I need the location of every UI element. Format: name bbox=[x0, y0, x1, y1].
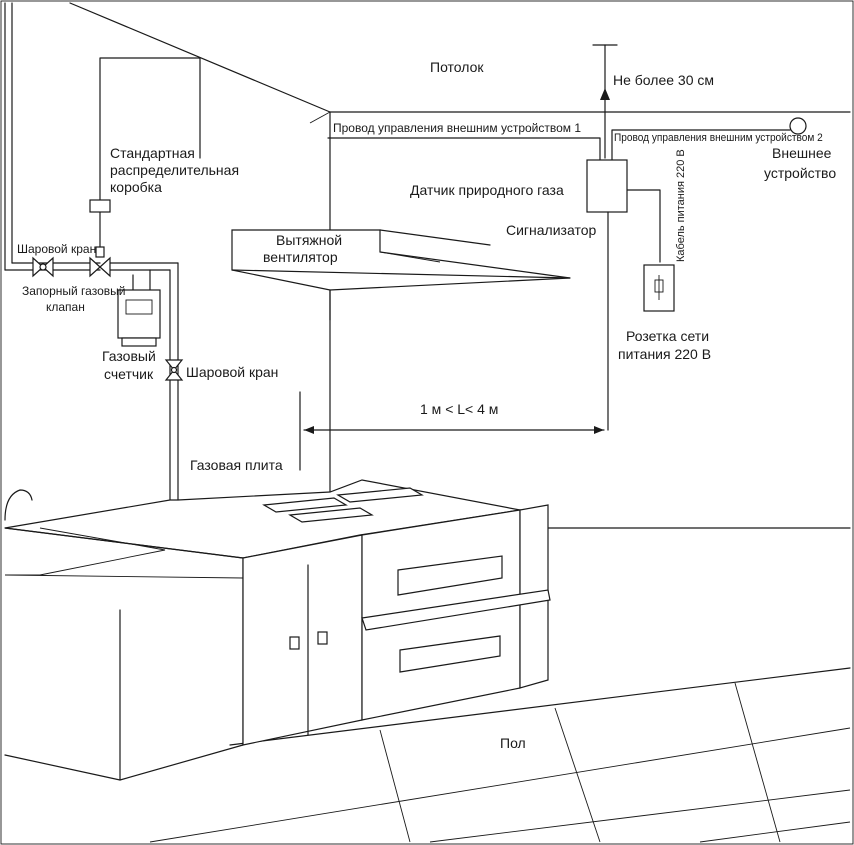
arrow-up-icon bbox=[600, 88, 610, 100]
floor-tile-line-2 bbox=[429, 789, 851, 843]
label-junction-box-1: Стандартная bbox=[110, 145, 195, 161]
cabinet-handle-right-icon bbox=[317, 631, 328, 645]
gas-sensor-unit bbox=[586, 44, 628, 431]
label-gas-sensor: Датчик природного газа bbox=[410, 182, 564, 198]
ball-valve-side-icon bbox=[164, 359, 184, 381]
label-hood-1: Вытяжной bbox=[276, 232, 342, 248]
floor-tile-line-3 bbox=[699, 821, 851, 843]
gas-pipes bbox=[4, 2, 179, 501]
label-junction-box-3: коробка bbox=[110, 179, 162, 195]
range-hood bbox=[231, 229, 571, 321]
hob-burner-3 bbox=[336, 487, 424, 503]
label-wire-2: Провод управления внешним устройством 2 bbox=[614, 132, 823, 144]
label-alarm: Сигнализатор bbox=[506, 222, 596, 238]
kitchen-counter bbox=[4, 479, 551, 781]
hob-burner-1 bbox=[262, 497, 348, 513]
label-hood-2: вентилятор bbox=[263, 249, 338, 265]
label-power-cable: Кабель питания 220 В bbox=[675, 149, 687, 262]
arrow-left-icon bbox=[304, 426, 314, 434]
label-distance-range: 1 м < L< 4 м bbox=[420, 401, 498, 417]
cabinet-middle bbox=[242, 534, 363, 746]
oven-panel-top bbox=[397, 555, 503, 596]
oven-shelf bbox=[361, 589, 551, 631]
shutoff-valve-icon bbox=[89, 246, 111, 278]
valve-control-wire bbox=[89, 57, 201, 248]
floor-tile-line-1 bbox=[149, 727, 851, 843]
ceiling-shadow-line bbox=[309, 111, 331, 124]
wire-2-line bbox=[611, 129, 791, 161]
label-external-device-1: Внешнее bbox=[772, 145, 832, 161]
junction-box-icon bbox=[89, 199, 111, 213]
label-gas-meter-2: счетчик bbox=[104, 366, 154, 382]
label-shutoff-valve-1: Запорный газовый bbox=[22, 284, 125, 298]
label-junction-box-2: распределительная bbox=[110, 162, 239, 178]
gas-meter-icon bbox=[117, 289, 161, 347]
label-wire-1: Провод управления внешним устройством 1 bbox=[333, 121, 581, 135]
distance-dimension bbox=[299, 391, 605, 471]
label-gas-stove: Газовая плита bbox=[190, 457, 283, 473]
power-cable-line bbox=[621, 189, 661, 263]
label-external-device-2: устройство bbox=[764, 165, 836, 181]
cabinet-left bbox=[4, 527, 244, 781]
label-floor: Пол bbox=[500, 735, 526, 751]
external-device-icon bbox=[789, 117, 807, 135]
hob-burner-2 bbox=[288, 507, 374, 523]
label-ball-valve-top: Шаровой кран bbox=[17, 242, 96, 256]
floor-tile-line-5 bbox=[734, 682, 781, 843]
cabinet-handle-left-icon bbox=[289, 636, 300, 650]
gas-sensor-box bbox=[586, 159, 628, 213]
label-ceiling: Потолок bbox=[430, 59, 484, 75]
floor-tile-line-4 bbox=[554, 707, 601, 843]
floor-edge bbox=[229, 667, 851, 746]
label-ball-valve-side: Шаровой кран bbox=[186, 364, 278, 380]
label-socket-2: питания 220 В bbox=[618, 346, 711, 362]
label-socket-1: Розетка сети bbox=[626, 328, 709, 344]
arrow-right-icon bbox=[594, 426, 604, 434]
ball-valve-top-icon bbox=[32, 256, 54, 278]
label-shutoff-valve-2: клапан bbox=[46, 300, 85, 314]
floor-tile-line-6 bbox=[379, 729, 411, 843]
wire-1-line bbox=[327, 137, 601, 161]
wires bbox=[327, 117, 807, 263]
power-socket-icon bbox=[643, 264, 675, 312]
oven-panel-bottom bbox=[399, 635, 501, 673]
faucet-icon bbox=[4, 489, 33, 521]
floor-lines bbox=[149, 667, 851, 843]
sink-outline bbox=[39, 527, 166, 576]
label-max-distance: Не более 30 см bbox=[613, 72, 714, 88]
label-gas-meter-1: Газовый bbox=[102, 348, 156, 364]
